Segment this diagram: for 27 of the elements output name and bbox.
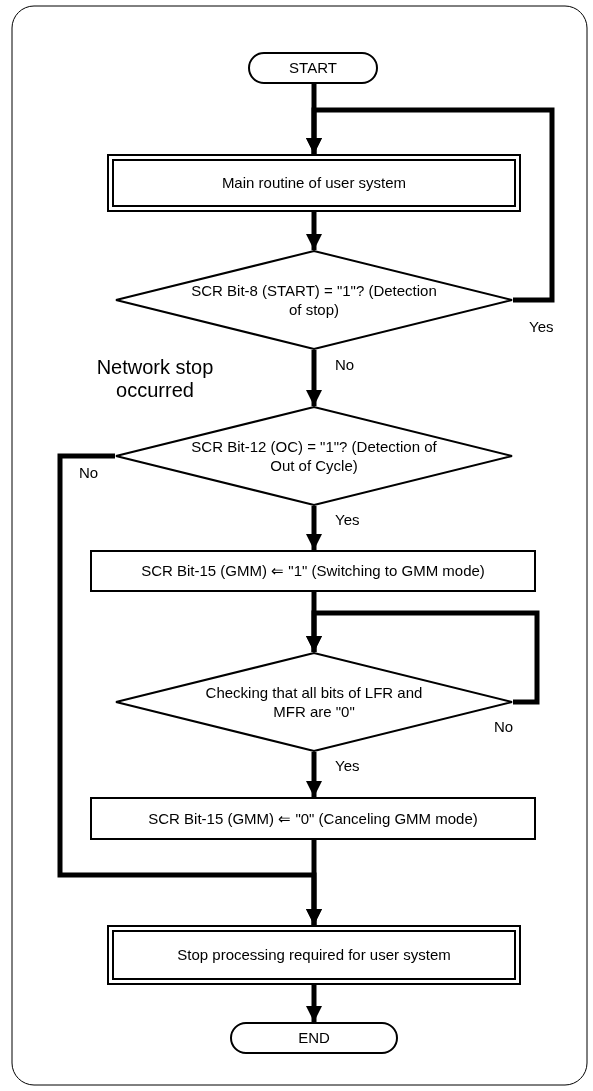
subroutine-box bbox=[107, 925, 521, 985]
note-text: Network stop occurred bbox=[95, 356, 215, 402]
process-box bbox=[90, 797, 536, 840]
node-text: Main routine of user system bbox=[221, 173, 407, 193]
arrow bbox=[306, 107, 555, 303]
node-text: SCR Bit-15 (GMM) ⇐ "0" (Canceling GMM mode) bbox=[148, 808, 478, 829]
arrow bbox=[306, 752, 322, 797]
arrow bbox=[306, 985, 322, 1022]
arrow bbox=[306, 610, 540, 705]
node-text: START bbox=[289, 58, 337, 78]
arrow bbox=[306, 212, 322, 250]
subroutine-box bbox=[107, 154, 521, 212]
terminal-shape bbox=[248, 52, 378, 84]
process-box bbox=[90, 550, 536, 592]
decision-diamond bbox=[115, 406, 513, 506]
decision-diamond bbox=[115, 250, 513, 350]
arrow bbox=[306, 350, 322, 406]
arrow bbox=[306, 506, 322, 550]
terminal-shape bbox=[230, 1022, 398, 1054]
arrow bbox=[306, 840, 322, 925]
node-text: Checking that all bits of LFR and MFR are "0" bbox=[204, 682, 424, 722]
node-text: Stop processing required for user system bbox=[177, 945, 451, 965]
node-text: SCR Bit-15 (GMM) ⇐ "1" (Switching to GMM mode) bbox=[141, 561, 485, 581]
node-text: END bbox=[298, 1028, 330, 1048]
node-text: SCR Bit-8 (START) = "1"? (Detection of stop) bbox=[190, 280, 438, 320]
node-text: SCR Bit-12 (OC) = "1"? (Detection of Out of Cycle) bbox=[190, 436, 438, 476]
decision-diamond bbox=[115, 652, 513, 752]
